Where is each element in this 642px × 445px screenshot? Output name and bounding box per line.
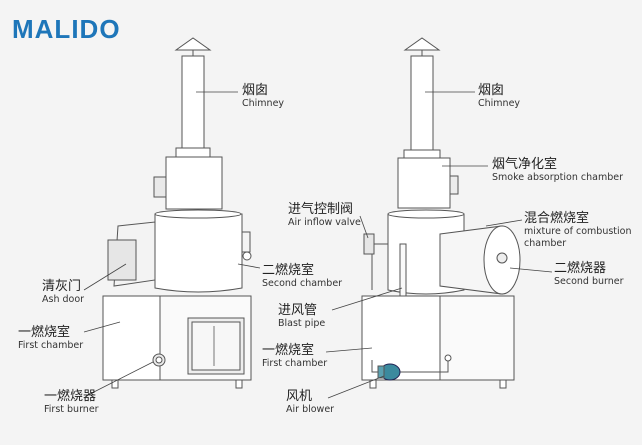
label-en: First burner (44, 404, 99, 416)
label-zh: 烟气净化室 (492, 157, 558, 172)
label-right-smoke-absorption: 烟气净化室 Smoke absorption chamber (492, 157, 623, 184)
label-en: Second chamber (262, 278, 343, 290)
label-en: Air inflow valve (288, 217, 361, 229)
right-incinerator (361, 37, 521, 389)
left-incinerator (102, 37, 252, 389)
label-en: Chimney (242, 98, 285, 110)
label-zh: 进气控制阀 (288, 202, 354, 217)
label-en: mixture of combustion (524, 226, 632, 238)
label-zh: 烟囱 (478, 83, 505, 98)
label-zh: 一燃烧器 (44, 389, 97, 404)
label-right-air-blower: 风机 Air blower (286, 389, 335, 416)
left-second-chamber (154, 213, 243, 293)
label-left-second-chamber: 二燃烧室 Second chamber (262, 263, 343, 290)
label-left-ash-door: 清灰门 Ash door (42, 279, 85, 306)
label-zh: 二燃烧室 (262, 263, 315, 278)
label-en-2: chamber (524, 237, 567, 249)
label-zh: 风机 (286, 389, 313, 404)
left-chimney-cap (174, 37, 212, 51)
label-zh: 清灰门 (42, 279, 82, 294)
label-en: Second burner (554, 276, 624, 288)
label-left-first-chamber: 一燃烧室 First chamber (18, 325, 84, 352)
label-zh: 进风管 (278, 303, 318, 318)
right-air-inflow-valve (363, 233, 375, 255)
label-right-air-inflow-valve: 进气控制阀 Air inflow valve (288, 202, 361, 229)
label-en: First chamber (262, 358, 328, 370)
label-en: First chamber (18, 340, 84, 352)
label-left-chimney: 烟囱 Chimney (242, 83, 285, 110)
label-right-mixture-combustion: 混合燃烧室 mixture of combustion chamber (524, 211, 632, 249)
label-right-chimney: 烟囱 Chimney (478, 83, 521, 110)
left-chimney (181, 55, 205, 153)
label-en: Ash door (42, 294, 85, 306)
label-right-blast-pipe: 进风管 Blast pipe (278, 303, 326, 330)
label-en: Air blower (286, 404, 335, 416)
label-zh: 烟囱 (242, 83, 269, 98)
brand-logo: MALIDO (12, 14, 121, 44)
label-en: Smoke absorption chamber (492, 172, 623, 184)
label-zh: 一燃烧室 (18, 325, 71, 340)
label-en: Blast pipe (278, 318, 326, 330)
label-left-first-burner: 一燃烧器 First burner (44, 389, 99, 416)
right-chimney (410, 55, 434, 157)
label-right-first-chamber: 一燃烧室 First chamber (262, 343, 328, 370)
right-chimney-cap (403, 37, 441, 51)
right-smoke-absorption-chamber (397, 157, 451, 209)
label-en: Chimney (478, 98, 521, 110)
label-zh: 一燃烧室 (262, 343, 315, 358)
label-zh: 混合燃烧室 (524, 211, 590, 226)
left-upper-cylinder (165, 156, 223, 210)
leader-lines (83, 91, 553, 399)
label-zh: 二燃烧器 (554, 261, 607, 276)
label-right-second-burner: 二燃烧器 Second burner (554, 261, 624, 288)
